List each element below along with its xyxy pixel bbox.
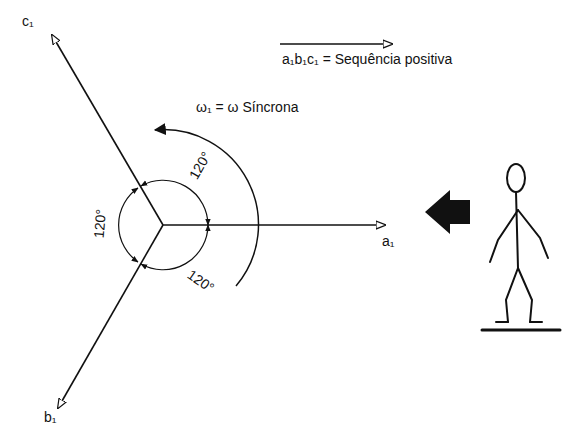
angle-label: 120° [92, 209, 110, 239]
angle-arcs [119, 130, 259, 286]
phasors [52, 35, 392, 408]
viewer-arrow [425, 190, 470, 234]
angle-label: 120° [184, 267, 217, 296]
speed-label: ω₁ = ω Síncrona [196, 100, 298, 115]
phasor-name: a₁ [382, 234, 395, 249]
phasor-name: c₁ [22, 14, 34, 29]
angle-label: 120° [187, 149, 215, 182]
sequence-legend: a₁b₁c₁ = Sequência positiva [282, 52, 452, 67]
stick-figure [482, 164, 560, 330]
phasor-name: b₁ [44, 410, 57, 425]
